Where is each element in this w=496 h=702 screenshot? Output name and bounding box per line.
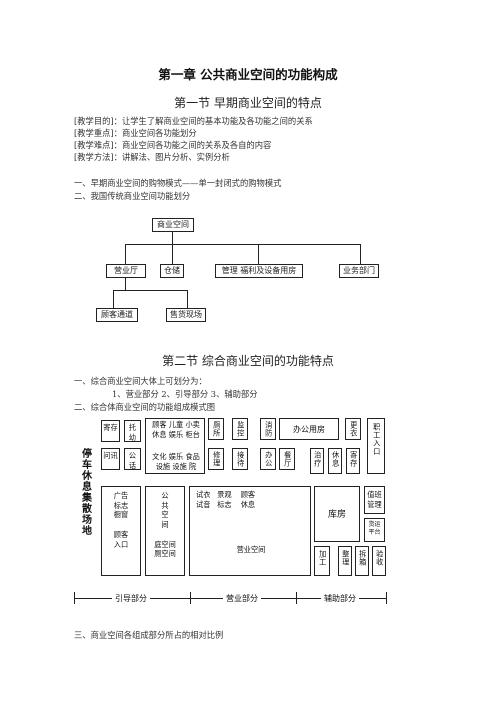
cell-yanshou: 验收: [372, 546, 386, 576]
item-2-1: 一、综合商业空间大体上可划分为：: [74, 376, 207, 386]
tree-node: 管理 福利及设备用房: [215, 264, 303, 278]
teaching-method: [教学方法]：讲解法、图片分析、实例分析: [74, 152, 230, 162]
teaching-focus: [教学重点]：商业空间各功能划分: [74, 128, 197, 138]
cell-caixiang: 拆箱: [355, 546, 369, 576]
bottom-label-guide: 引导部分: [112, 594, 150, 605]
bracket-tick: [74, 592, 75, 604]
item-2-3: 三、商业空间各组成部分所占的相对比例: [74, 630, 224, 640]
tree-node: 业务部门: [339, 264, 379, 278]
tree-connector: [113, 290, 188, 291]
cell-yingye: [189, 486, 311, 576]
teaching-goal: [教学目的]：让学生了解商业空间的基本功能及各功能之间的关系: [74, 116, 313, 126]
item-2-2: 二、综合体商业空间的功能组成模式图: [74, 402, 216, 412]
chapter-title: 第一章 公共商业空间的功能构成: [158, 67, 338, 82]
cell-cesuo: 厕所: [208, 418, 224, 440]
tree-connector: [172, 232, 173, 244]
cell-zhigong: 职工入口: [367, 418, 385, 474]
cell-gonggong: 公 共 空 间 庭空间 厕空间: [145, 486, 185, 576]
cell-zhiban: 值班 管理: [364, 486, 385, 514]
cell-canting: 餐厅: [279, 448, 295, 470]
cell-kufang: 库房: [314, 486, 360, 542]
cell-songhuo: 货运 平台: [364, 518, 385, 542]
bottom-label-business: 营业部分: [223, 594, 261, 605]
bracket-tick: [296, 592, 297, 604]
item-2-1-list: 1、营业部分 2、引导部分 3、辅助部分: [112, 389, 258, 399]
bracket-tick: [190, 592, 191, 604]
cell-zhengli: 整理: [338, 546, 352, 576]
cell-xiuxi: 休息: [328, 448, 342, 474]
cell-bangong: 办公用房: [279, 418, 339, 440]
tree-connector: [125, 244, 361, 245]
cell-xiaofang: 消防: [260, 418, 276, 440]
section1-title: 第一节 早期商业空间的特点: [174, 96, 322, 110]
cell-leisure: [145, 418, 205, 474]
cell-culture-text: 文化 娱乐 食品 设施 设施 院: [152, 452, 200, 471]
cell-xiuli: 修理: [208, 448, 224, 470]
cell-genyi: 更衣: [345, 418, 361, 440]
cell-shiyi-text: 试衣 景观 顾客 试音 标志 休息: [196, 490, 256, 509]
cell-leisure-text: 顾客 儿童 小卖 休息 娱乐 柜台: [152, 420, 200, 439]
cell-zhiliao: 治疗: [310, 448, 324, 474]
tree-connector: [187, 290, 188, 308]
section2-title: 第二节 综合商业空间的功能特点: [162, 354, 334, 368]
teaching-difficulty: [教学难点]：商业空间各功能之间的关系及各自的内容: [74, 140, 272, 150]
item-1: 一、早期商业空间的购物模式——单一封闭式的购物模式: [74, 178, 282, 188]
cell-jicun2: 寄存: [346, 448, 360, 474]
tree-connector: [113, 290, 114, 308]
tree-node: 仓储: [160, 264, 184, 278]
tree-node: 顾客通道: [96, 308, 138, 322]
cell-bangong2: 办公: [260, 448, 276, 470]
tree-connector: [258, 244, 259, 264]
cell-wenxun: 问讯: [101, 448, 120, 470]
cell-tuoyou: 托幼: [124, 420, 141, 442]
cell-jiankong: 监控: [232, 418, 248, 440]
cell-guanggao: 广告 标志 橱窗 顾客 入口: [101, 486, 141, 576]
tree-connector: [360, 244, 361, 264]
bottom-label-aux: 辅助部分: [321, 594, 359, 605]
tree-connector: [125, 244, 126, 264]
item-2: 二、我国传统商业空间功能划分: [74, 191, 191, 201]
tree-connector: [125, 278, 126, 290]
cell-yingye-text: 营业空间: [236, 545, 266, 554]
cell-jicun: 寄存: [101, 420, 120, 442]
tree-connector: [172, 244, 173, 264]
bracket-tick: [386, 592, 387, 604]
cell-jiagong: 加工: [314, 546, 330, 576]
tree-root: 商业空间: [152, 218, 194, 232]
side-label: 停车休息集散场地: [79, 448, 91, 536]
cell-gongce: 公话: [124, 448, 141, 470]
tree-node: 售货现场: [166, 308, 206, 322]
tree-node: 营业厅: [106, 264, 146, 278]
cell-jiedai: 接待: [232, 448, 248, 470]
